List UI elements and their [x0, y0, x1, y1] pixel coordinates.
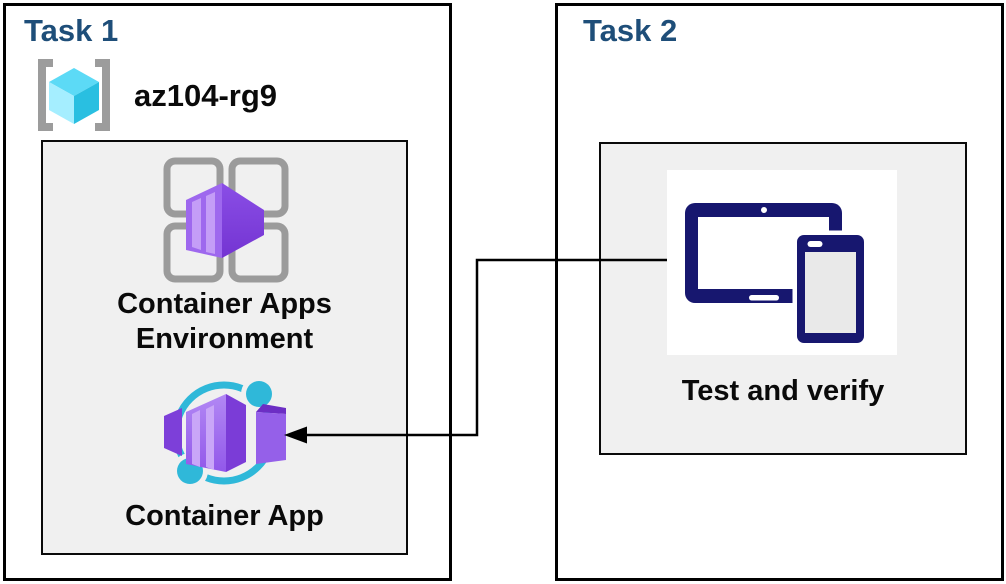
container-apps-environment-label: Container Apps Environment — [41, 287, 408, 357]
devices-icon — [685, 203, 869, 348]
resource-group-icon — [38, 59, 110, 131]
container-app-icon — [164, 376, 286, 489]
container-app-label: Container App — [125, 500, 324, 532]
task2-title: Task 2 — [583, 13, 678, 48]
resource-group-name: az104-rg9 — [134, 78, 278, 113]
env-label-line1: Container Apps — [117, 288, 332, 320]
container-apps-environment-icon — [163, 157, 289, 283]
env-label-line2: Environment — [135, 323, 314, 355]
test-and-verify-label: Test and verify — [681, 375, 885, 407]
task1-title: Task 1 — [24, 13, 119, 48]
devices-icon-background — [667, 170, 897, 355]
